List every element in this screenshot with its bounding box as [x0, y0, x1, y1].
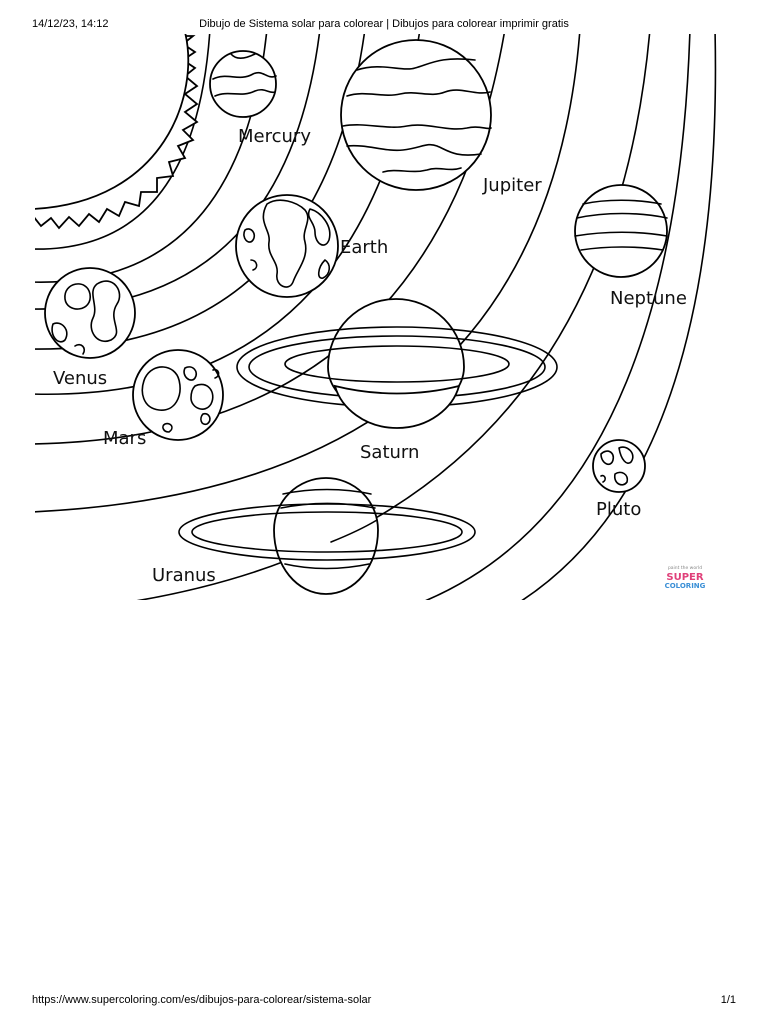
planet-label-mercury: Mercury: [238, 126, 311, 147]
sun-icon: [35, 34, 199, 230]
print-page-title: Dibujo de Sistema solar para colorear | …: [199, 18, 569, 30]
planet-label-neptune: Neptune: [610, 288, 687, 309]
supercoloring-logo: paint the world SUPER COLORING: [665, 565, 706, 590]
jupiter-icon: [340, 39, 492, 191]
print-page-number: 1/1: [720, 994, 736, 1006]
planet-label-mars: Mars: [103, 428, 146, 449]
logo-tagline: paint the world: [668, 565, 702, 571]
mars-icon: [132, 349, 224, 441]
print-footer-url: https://www.supercoloring.com/es/dibujos…: [32, 994, 372, 1006]
logo-word-coloring: COLORING: [665, 582, 706, 590]
logo-word-super: SUPER: [666, 572, 703, 583]
planet-label-pluto: Pluto: [596, 499, 641, 520]
planet-label-saturn: Saturn: [360, 442, 419, 463]
mercury-icon: [209, 50, 277, 118]
neptune-icon: [574, 184, 668, 278]
venus-icon: [44, 267, 136, 359]
planet-label-venus: Venus: [53, 368, 107, 389]
solar-system-coloring-page: Mercury Venus Earth: [35, 34, 717, 600]
pluto-icon: [592, 439, 646, 493]
planet-label-jupiter: Jupiter: [482, 175, 542, 196]
saturn-icon: [236, 298, 558, 429]
print-datetime: 14/12/23, 14:12: [32, 18, 109, 30]
uranus-icon: [178, 477, 476, 595]
planet-label-uranus: Uranus: [152, 565, 216, 586]
earth-icon: [235, 194, 339, 298]
planet-label-earth: Earth: [340, 237, 388, 258]
